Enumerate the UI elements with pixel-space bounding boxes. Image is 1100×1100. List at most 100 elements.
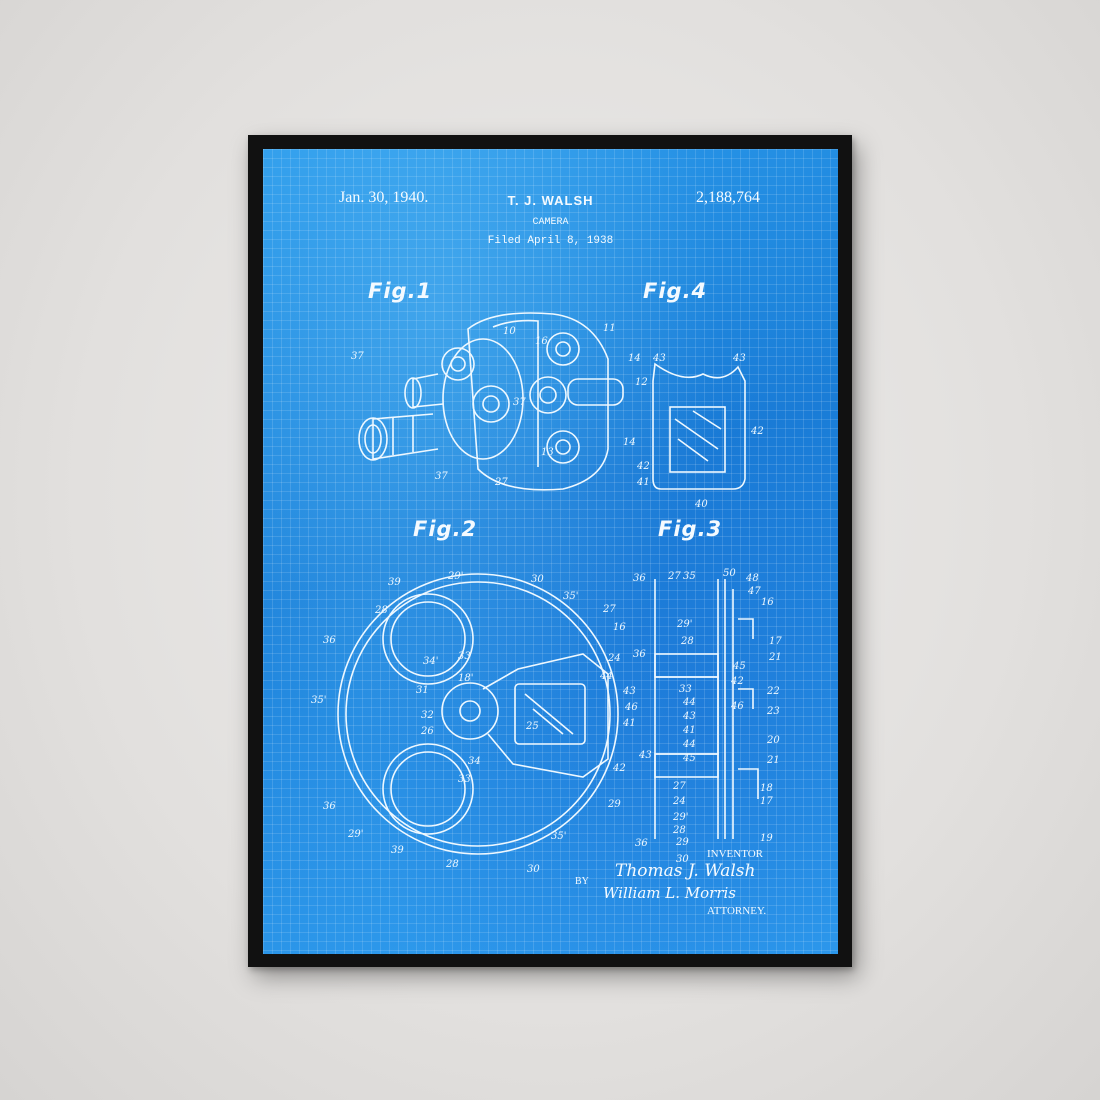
svg-text:11: 11 bbox=[603, 323, 616, 334]
svg-text:43: 43 bbox=[638, 750, 652, 761]
svg-text:37: 37 bbox=[435, 471, 448, 482]
svg-text:33: 33 bbox=[679, 684, 692, 695]
svg-text:41: 41 bbox=[622, 718, 636, 729]
svg-text:21: 21 bbox=[768, 652, 782, 663]
svg-text:32: 32 bbox=[421, 710, 434, 721]
svg-text:31: 31 bbox=[416, 685, 429, 696]
svg-text:26: 26 bbox=[420, 726, 434, 737]
svg-text:47: 47 bbox=[747, 586, 761, 597]
svg-text:18: 18 bbox=[760, 783, 773, 794]
svg-text:29': 29' bbox=[672, 812, 688, 823]
fig4-label: Fig.4 bbox=[643, 279, 708, 303]
poster-frame: Jan. 30, 1940. 2,188,764 T. J. WALSH CAM… bbox=[248, 135, 852, 967]
svg-text:19: 19 bbox=[760, 833, 773, 844]
fig2-label: Fig.2 bbox=[413, 517, 478, 541]
inventor-name: T. J. WALSH bbox=[507, 193, 594, 208]
svg-text:30: 30 bbox=[527, 864, 540, 875]
svg-text:30: 30 bbox=[531, 574, 544, 585]
svg-text:28: 28 bbox=[374, 605, 388, 616]
svg-text:27: 27 bbox=[667, 571, 681, 582]
svg-text:34: 34 bbox=[468, 756, 481, 767]
svg-text:21: 21 bbox=[766, 755, 780, 766]
svg-text:25: 25 bbox=[525, 721, 539, 732]
svg-text:36: 36 bbox=[633, 649, 646, 660]
svg-text:42: 42 bbox=[750, 426, 764, 437]
svg-text:27: 27 bbox=[672, 781, 686, 792]
inventor-signature: Thomas J. Walsh bbox=[615, 861, 756, 881]
fig3-label: Fig.3 bbox=[658, 517, 723, 541]
svg-text:35': 35' bbox=[551, 831, 566, 842]
svg-text:28: 28 bbox=[680, 636, 694, 647]
svg-text:16: 16 bbox=[761, 597, 774, 608]
svg-text:42: 42 bbox=[636, 461, 650, 472]
svg-text:43: 43 bbox=[622, 686, 636, 697]
svg-text:35: 35 bbox=[683, 571, 696, 582]
svg-text:30: 30 bbox=[676, 854, 689, 865]
svg-text:36: 36 bbox=[323, 635, 336, 646]
svg-text:48: 48 bbox=[745, 573, 759, 584]
svg-text:43: 43 bbox=[732, 353, 746, 364]
svg-text:34': 34' bbox=[423, 656, 438, 667]
blueprint-grid bbox=[263, 149, 838, 954]
svg-text:39: 39 bbox=[391, 845, 404, 856]
svg-text:27: 27 bbox=[494, 477, 508, 488]
svg-text:29: 29 bbox=[607, 799, 621, 810]
svg-text:16: 16 bbox=[535, 336, 548, 347]
attorney-signature: William L. Morris bbox=[603, 884, 737, 902]
svg-text:29: 29 bbox=[675, 837, 689, 848]
svg-text:43: 43 bbox=[682, 711, 696, 722]
svg-text:29': 29' bbox=[676, 619, 692, 630]
svg-text:43: 43 bbox=[652, 353, 666, 364]
svg-text:29': 29' bbox=[347, 829, 363, 840]
svg-text:35': 35' bbox=[563, 591, 578, 602]
svg-text:28: 28 bbox=[672, 825, 686, 836]
svg-text:23: 23 bbox=[766, 706, 780, 717]
svg-text:16: 16 bbox=[613, 622, 626, 633]
fig1-label: Fig.1 bbox=[368, 279, 433, 303]
svg-text:37: 37 bbox=[351, 351, 364, 362]
svg-text:44: 44 bbox=[682, 739, 696, 750]
filed-date: Filed April 8, 1938 bbox=[487, 235, 614, 247]
svg-text:46: 46 bbox=[730, 701, 744, 712]
svg-text:45: 45 bbox=[732, 661, 746, 672]
svg-text:44: 44 bbox=[682, 697, 696, 708]
svg-text:24: 24 bbox=[607, 653, 621, 664]
svg-text:35': 35' bbox=[311, 695, 326, 706]
svg-text:41: 41 bbox=[682, 725, 696, 736]
patent-number: 2,188,764 bbox=[696, 189, 760, 206]
svg-text:22: 22 bbox=[766, 686, 780, 697]
svg-text:44: 44 bbox=[599, 671, 613, 682]
svg-text:14: 14 bbox=[623, 437, 636, 448]
svg-text:45: 45 bbox=[682, 753, 696, 764]
inventor-label: INVENTOR bbox=[707, 848, 764, 860]
svg-text:27: 27 bbox=[602, 604, 616, 615]
svg-text:36: 36 bbox=[323, 801, 336, 812]
patent-date: Jan. 30, 1940. bbox=[339, 189, 429, 206]
svg-text:20: 20 bbox=[766, 735, 780, 746]
svg-text:42: 42 bbox=[612, 763, 626, 774]
svg-text:39: 39 bbox=[388, 577, 401, 588]
attorney-label: ATTORNEY. bbox=[707, 905, 767, 917]
svg-text:29': 29' bbox=[447, 571, 463, 582]
svg-text:24: 24 bbox=[672, 796, 686, 807]
svg-text:17: 17 bbox=[769, 636, 782, 647]
svg-text:33: 33 bbox=[458, 774, 471, 785]
svg-text:36: 36 bbox=[635, 838, 648, 849]
svg-text:41: 41 bbox=[636, 477, 650, 488]
svg-text:42: 42 bbox=[730, 676, 744, 687]
svg-text:14: 14 bbox=[628, 353, 641, 364]
patent-subject: CAMERA bbox=[532, 217, 569, 228]
svg-text:33: 33 bbox=[458, 651, 471, 662]
svg-text:18': 18' bbox=[458, 673, 473, 684]
blueprint-print: Jan. 30, 1940. 2,188,764 T. J. WALSH CAM… bbox=[263, 149, 838, 954]
svg-text:46: 46 bbox=[624, 702, 638, 713]
by-label: BY bbox=[575, 876, 589, 887]
svg-text:50: 50 bbox=[723, 568, 736, 579]
svg-text:10: 10 bbox=[503, 326, 516, 337]
svg-text:36: 36 bbox=[633, 573, 646, 584]
